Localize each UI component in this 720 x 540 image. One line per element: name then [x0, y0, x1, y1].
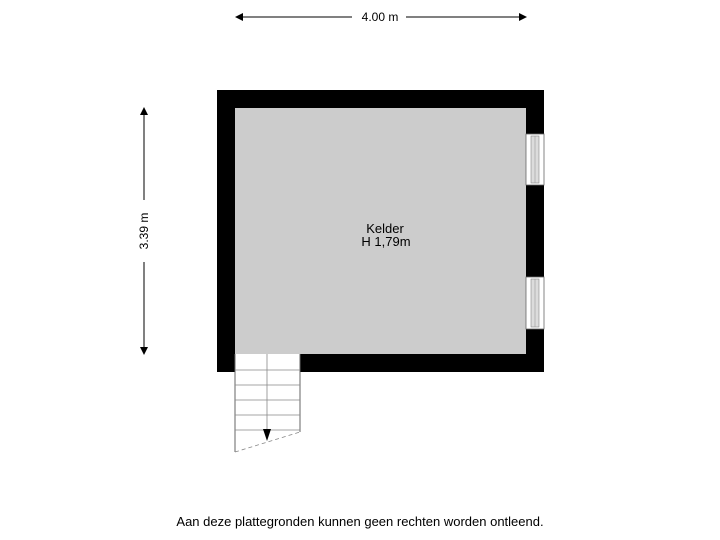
wall-right-bottom — [526, 329, 544, 372]
wall-bottom-left-stub — [217, 354, 235, 372]
wall-right-middle — [526, 185, 544, 277]
window-lower — [525, 276, 545, 330]
width-dimension-label: 4.00 m — [362, 10, 399, 24]
staircase — [234, 354, 301, 453]
height-dimension-label: 3.39 m — [137, 213, 151, 250]
stair-direction-arrow-icon — [263, 429, 271, 441]
wall-right-top — [526, 90, 544, 134]
width-dimension: 4.00 m — [235, 10, 527, 24]
disclaimer-text: Aan deze plattegronden kunnen geen recht… — [176, 514, 544, 529]
room-floor — [235, 108, 526, 354]
wall-top — [217, 90, 544, 108]
height-dimension: 3.39 m — [137, 107, 151, 355]
wall-bottom — [300, 354, 544, 372]
walls — [217, 90, 544, 372]
room-name: Kelder — [366, 221, 404, 236]
wall-left — [217, 90, 235, 372]
window-upper — [525, 133, 545, 186]
room-height: H 1,79m — [361, 234, 410, 249]
